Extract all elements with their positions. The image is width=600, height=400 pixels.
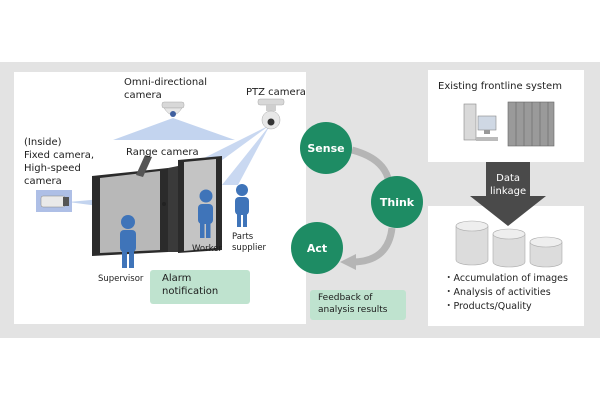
list-item: ・Products/Quality bbox=[444, 301, 532, 312]
range-camera-label: Range camera bbox=[126, 147, 199, 158]
worker-figure bbox=[198, 189, 213, 238]
alarm-notification-callout: Alarm notification bbox=[150, 270, 250, 304]
database-icon bbox=[455, 220, 563, 268]
think-to-act-arrow bbox=[351, 227, 396, 266]
feedback-callout: Feedback of analysis results bbox=[310, 290, 406, 320]
factory-machine bbox=[92, 156, 222, 256]
range-camera-icon bbox=[136, 155, 152, 177]
inside-cameras-label: (Inside) Fixed camera, High-speed camera bbox=[24, 137, 95, 187]
omni-camera-icon bbox=[161, 101, 185, 117]
list-item: ・Analysis of activities bbox=[444, 287, 551, 298]
supervisor-figure bbox=[120, 215, 136, 268]
think-node: Think bbox=[371, 176, 423, 228]
sense-node: Sense bbox=[300, 122, 352, 174]
act-node: Act bbox=[291, 222, 343, 274]
list-item: ・Accumulation of images bbox=[444, 273, 568, 284]
worker-label: Worker bbox=[192, 244, 222, 254]
parts-supplier-figure bbox=[235, 184, 249, 227]
omni-camera-label: Omni-directional camera bbox=[124, 77, 208, 101]
supervisor-label: Supervisor bbox=[98, 274, 144, 284]
existing-system-panel bbox=[428, 70, 584, 162]
sense-to-think-arrow bbox=[351, 146, 392, 180]
ptz-camera-beam-lower bbox=[222, 125, 270, 185]
data-linkage-arrow bbox=[470, 162, 546, 226]
fixed-camera-icon bbox=[36, 190, 72, 212]
ptz-camera-label: PTZ camera bbox=[246, 87, 306, 98]
parts-supplier-label: Parts supplier bbox=[232, 232, 267, 253]
server-computer-icon bbox=[463, 101, 555, 147]
omni-camera-beam bbox=[113, 118, 235, 140]
data-linkage-label: Data linkage bbox=[490, 173, 527, 197]
ptz-camera-icon bbox=[257, 98, 285, 130]
analysis-bullet-list: ・Accumulation of images ・Analysis of act… bbox=[444, 272, 568, 314]
existing-system-label: Existing frontline system bbox=[438, 81, 562, 92]
